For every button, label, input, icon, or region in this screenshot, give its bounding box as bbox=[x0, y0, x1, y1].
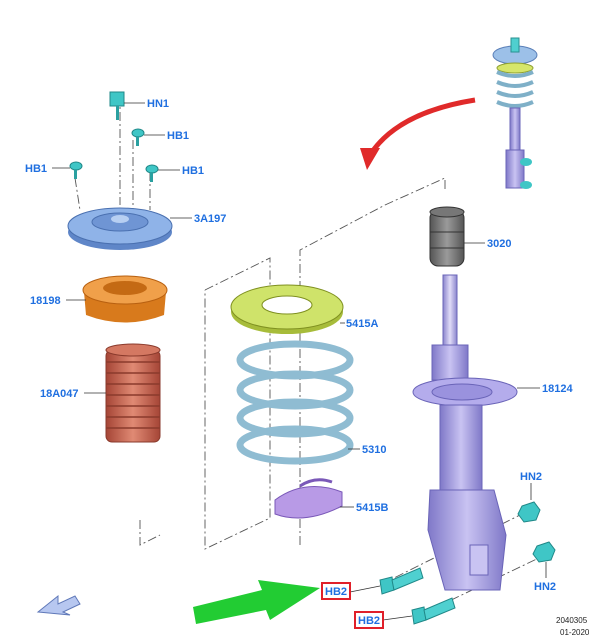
callout-hb1-left: HB1 bbox=[25, 163, 47, 175]
callout-upper-seat: 5415A bbox=[346, 318, 378, 330]
top-fasteners bbox=[69, 91, 159, 182]
figure-date: 01-2020 bbox=[560, 628, 590, 637]
lower-spring-seat bbox=[274, 478, 343, 519]
highlighted-callouts: HB2 HB2 bbox=[321, 582, 384, 629]
callout-hb1-upper: HB1 bbox=[167, 130, 189, 142]
callout-labels: HN1 HB1 HB1 HB1 3A197 18198 18A047 5415A… bbox=[25, 98, 573, 593]
bump-stop bbox=[429, 206, 465, 267]
top-mount bbox=[67, 207, 173, 250]
callout-hn2-upper: HN2 bbox=[520, 471, 542, 483]
callout-hb2-lower: HB2 bbox=[358, 615, 380, 627]
upper-spring-seat bbox=[230, 284, 344, 334]
callout-spring: 5310 bbox=[362, 444, 386, 456]
lower-fasteners bbox=[379, 501, 556, 625]
callout-lower-seat: 5415B bbox=[356, 502, 388, 514]
coil-spring bbox=[236, 340, 354, 465]
callout-strut: 18124 bbox=[542, 383, 573, 395]
view-direction-arrow bbox=[36, 594, 81, 616]
leader-lines bbox=[52, 102, 547, 621]
dust-boot bbox=[105, 343, 161, 443]
strut bbox=[412, 274, 518, 591]
callout-hb1-right: HB1 bbox=[182, 165, 204, 177]
callout-top-mount: 3A197 bbox=[194, 213, 226, 225]
callout-dust-boot: 18A047 bbox=[40, 388, 79, 400]
callout-bearing: 18198 bbox=[30, 295, 61, 307]
callout-hn2-lower: HN2 bbox=[534, 581, 556, 593]
callout-hn1: HN1 bbox=[147, 98, 169, 110]
hb2-highlight-box-lower bbox=[354, 611, 384, 629]
green-indicator-arrow bbox=[193, 580, 320, 624]
red-direction-arrow bbox=[360, 97, 476, 170]
figure-number: 2040305 bbox=[556, 616, 588, 625]
hb2-highlight-box-upper bbox=[321, 582, 351, 600]
callout-bump-stop: 3020 bbox=[487, 238, 511, 250]
callout-hb2-upper: HB2 bbox=[325, 586, 347, 598]
assembled-strut-thumbnail bbox=[492, 37, 538, 189]
figure-footer: 2040305 01-2020 bbox=[556, 616, 590, 637]
bearing bbox=[82, 275, 168, 323]
